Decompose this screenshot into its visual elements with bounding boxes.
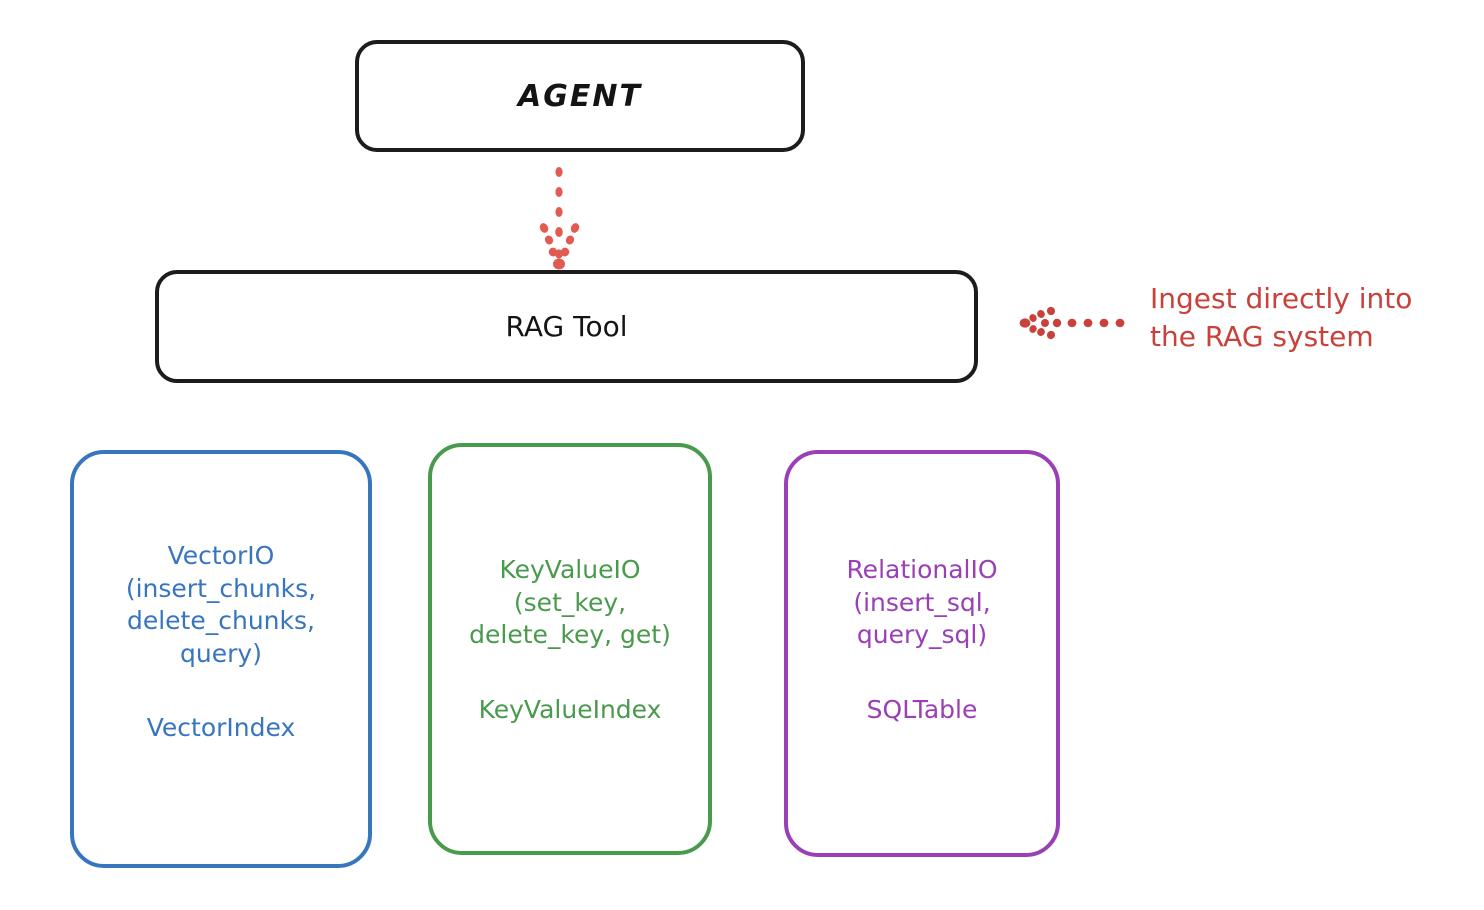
node-rag-tool[interactable]: RAG Tool [155, 270, 978, 383]
node-vector-io-index: VectorIndex [146, 713, 296, 742]
connector-ingest-to-rag-tool-icon [1019, 306, 1125, 340]
node-relational-io[interactable]: RelationalIO (insert_sql, query_sql) SQL… [784, 450, 1060, 857]
node-keyvalue-io[interactable]: KeyValueIO (set_key, delete_key, get) Ke… [428, 443, 712, 855]
node-relational-io-index: SQLTable [866, 694, 978, 724]
node-agent[interactable]: AGENT [355, 40, 805, 152]
node-vector-io[interactable]: VectorIO (insert_chunks, delete_chunks, … [70, 450, 372, 868]
node-relational-io-api: RelationalIO (insert_sql, query_sql) [846, 555, 998, 649]
node-keyvalue-io-index: KeyValueIndex [478, 694, 662, 724]
node-vector-io-api: VectorIO (insert_chunks, delete_chunks, … [125, 541, 317, 668]
connector-agent-to-rag-tool-icon [539, 167, 580, 270]
node-agent-label: AGENT [518, 78, 642, 114]
annotation-ingest: Ingest directly into the RAG system [1150, 282, 1413, 353]
node-rag-tool-label: RAG Tool [505, 310, 628, 343]
node-keyvalue-io-api: KeyValueIO (set_key, delete_key, get) [469, 555, 671, 649]
